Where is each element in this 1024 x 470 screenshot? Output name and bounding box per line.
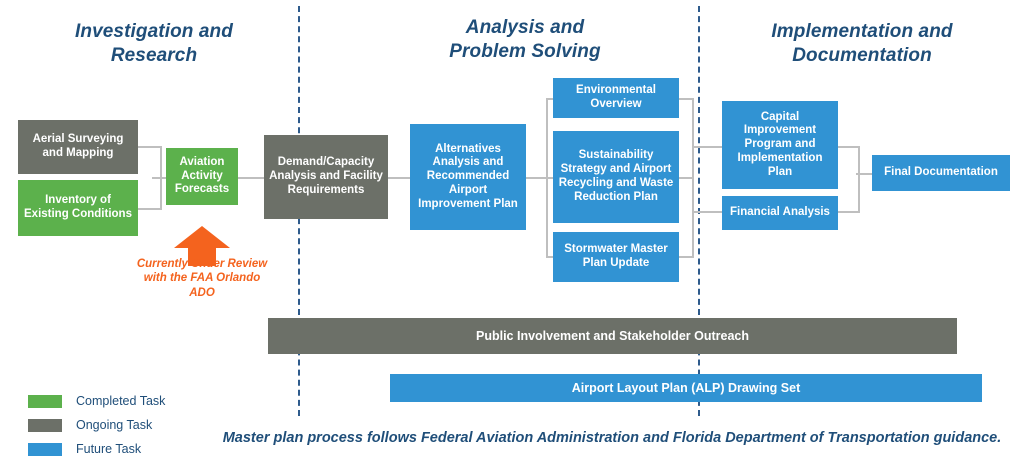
box-aviation-activity-forecasts[interactable]: Aviation Activity Forecasts: [166, 148, 238, 205]
bar-alp-drawing-set[interactable]: Airport Layout Plan (ALP) Drawing Set: [390, 374, 982, 402]
box-demand-capacity-analysis[interactable]: Demand/Capacity Analysis and Facility Re…: [264, 135, 388, 219]
connector-final-bracket: [858, 146, 860, 212]
connector-demand-to-alternatives: [388, 177, 410, 179]
footnote-guidance: Master plan process follows Federal Avia…: [222, 430, 1002, 446]
box-sustainability-strategy[interactable]: Sustainability Strategy and Airport Recy…: [553, 131, 679, 223]
connector-to-final-documentation: [856, 173, 874, 175]
connector-into-forecasts: [152, 177, 168, 179]
legend-swatch-future: [28, 442, 62, 456]
connector-to-stormwater: [546, 256, 556, 258]
bar-public-involvement[interactable]: Public Involvement and Stakeholder Outre…: [268, 318, 957, 354]
connector-environmental-out: [678, 98, 694, 100]
legend-label-completed: Completed Task: [76, 394, 166, 408]
connector-cip-out: [838, 146, 860, 148]
connector-financial-out: [838, 211, 860, 213]
legend-item-completed: Completed Task: [28, 390, 165, 412]
legend-swatch-ongoing: [28, 418, 62, 432]
legend-item-ongoing: Ongoing Task: [28, 414, 165, 436]
connector-alternatives-out: [526, 177, 548, 179]
box-inventory-of-existing-conditions[interactable]: Inventory of Existing Conditions: [18, 180, 138, 236]
connector-to-environmental: [546, 98, 556, 100]
legend-swatch-completed: [28, 394, 62, 408]
currently-under-review-arrow-icon: [174, 226, 230, 271]
box-environmental-overview[interactable]: Environmental Overview: [553, 78, 679, 118]
legend-item-future: Future Task: [28, 438, 165, 460]
connector-aerial-out: [138, 146, 162, 148]
connector-to-sustainability: [546, 177, 556, 179]
box-alternatives-analysis[interactable]: Alternatives Analysis and Recommended Ai…: [410, 124, 526, 230]
connector-env-to-financial: [692, 211, 722, 213]
connector-forecasts-to-demand: [238, 177, 264, 179]
box-stormwater-master-plan-update[interactable]: Stormwater Master Plan Update: [553, 232, 679, 282]
connector-sustainability-out: [678, 177, 694, 179]
box-aerial-surveying-and-mapping[interactable]: Aerial Surveying and Mapping: [18, 120, 138, 174]
connector-inventory-out: [138, 208, 162, 210]
connector-env-bracket-right: [692, 98, 694, 256]
legend-label-future: Future Task: [76, 442, 142, 456]
box-capital-improvement-program[interactable]: Capital Improvement Program and Implemen…: [722, 101, 838, 189]
box-financial-analysis[interactable]: Financial Analysis: [722, 196, 838, 230]
connector-stormwater-out: [678, 256, 694, 258]
connector-env-to-cip: [692, 146, 722, 148]
box-final-documentation[interactable]: Final Documentation: [872, 155, 1010, 191]
legend: Completed Task Ongoing Task Future Task: [28, 390, 165, 462]
legend-label-ongoing: Ongoing Task: [76, 418, 153, 432]
